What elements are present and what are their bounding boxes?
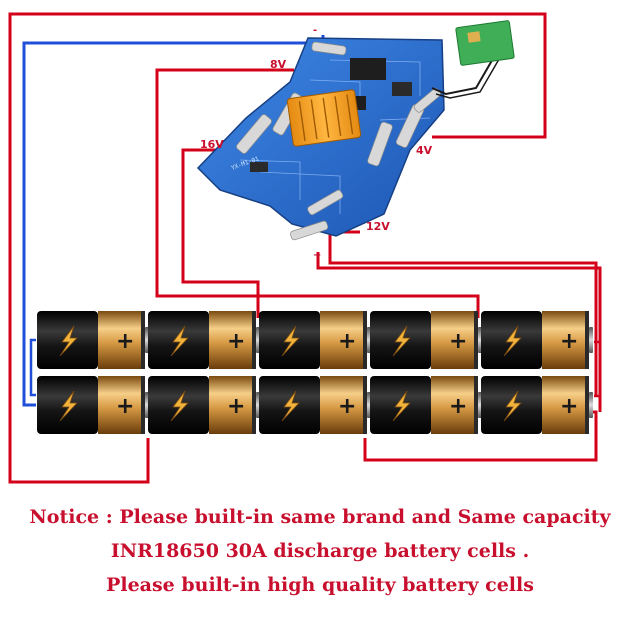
pcb-plus-label: +: [313, 250, 321, 261]
wire-bottom-return: [363, 410, 598, 462]
label-12v: 12V: [366, 220, 390, 233]
battery-cell: [258, 375, 372, 435]
label-8v: 8V: [270, 58, 287, 71]
notice-line-1: Notice : Please built-in same brand and …: [29, 506, 611, 528]
battery-cell: [36, 310, 150, 370]
battery-row-top: [36, 310, 594, 370]
label-16v: 16V: [200, 138, 224, 151]
jumper-left-blue: [29, 338, 36, 397]
notice-line-3: Please built-in high quality battery cel…: [106, 574, 534, 596]
wire-8v: [155, 68, 480, 318]
battery-cell: [480, 375, 594, 435]
battery-cell: [369, 375, 483, 435]
battery-cell: [147, 375, 261, 435]
battery-cell: [480, 310, 594, 370]
battery-cell: [36, 375, 150, 435]
battery-cell: [147, 310, 261, 370]
bms-protection-board: YX-M1-01 - +: [196, 25, 445, 261]
battery-row-bottom: [36, 375, 594, 435]
battery-wiring-diagram: +: [8, 12, 602, 484]
battery-pack: [36, 310, 594, 435]
label-4v: 4V: [416, 144, 433, 157]
cell-jumpers: [29, 338, 36, 397]
battery-cell: [369, 310, 483, 370]
jumper-right-red: [594, 340, 602, 398]
wire-4v: [8, 12, 547, 484]
indicator-module: [431, 20, 515, 99]
notice-line-2: INR18650 30A discharge battery cells .: [110, 540, 530, 562]
wire-16v: [181, 148, 260, 318]
pcb-minus-label: -: [313, 25, 317, 36]
wire-plus: [316, 252, 602, 412]
main-connector: [286, 89, 362, 147]
battery-cell: [258, 310, 372, 370]
